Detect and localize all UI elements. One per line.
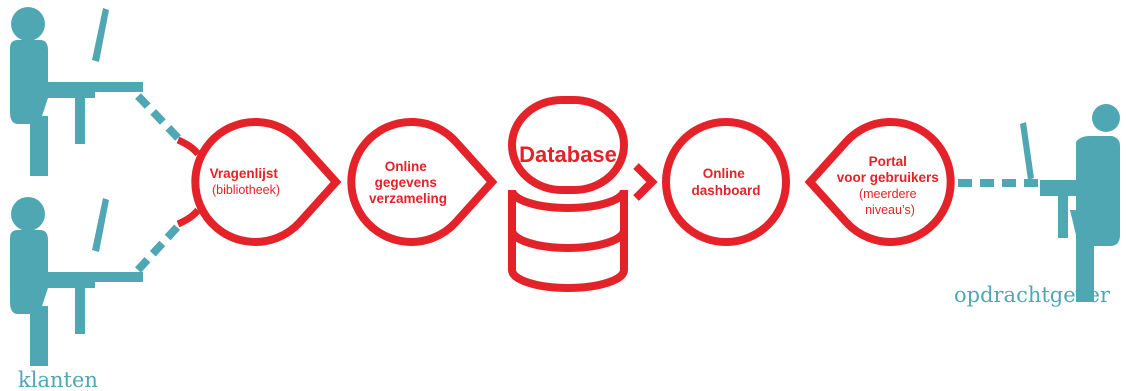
database-icon (508, 96, 628, 292)
questionnaire-node (191, 117, 342, 246)
svg-text:Online gegevens verzam: Online gegevens verzameling (369, 158, 447, 206)
online-dashboard-node (662, 118, 790, 246)
clients-label: klanten (18, 368, 98, 391)
online-dashboard-label-2: dashboard (691, 183, 760, 198)
branch-lines (176, 136, 201, 228)
dashed-connectors (135, 93, 1040, 273)
portal-label-1: Portal (869, 154, 907, 169)
person-at-computer-icon (10, 197, 143, 366)
svg-text:Portal voor gebruikers: Portal voor gebruikers (meerdere niveau’… (837, 153, 944, 217)
portal-label-2: voor gebruikers (837, 170, 939, 185)
database-label: Database (519, 142, 617, 167)
person-at-computer-icon (1020, 104, 1120, 302)
portal-sublabel-2: niveau’s) (865, 203, 915, 217)
online-dashboard-label-1: Online (703, 166, 745, 181)
online-collection-node (347, 117, 498, 246)
portal-sublabel-1: (meerdere (859, 187, 917, 201)
svg-text:Vragenlijst (bibliotheek): Vragenlijst (bibliotheek) (210, 165, 283, 197)
arrow-chevron (633, 163, 658, 201)
flow-node-shapes (191, 96, 955, 292)
person-at-computer-icon (10, 7, 143, 176)
questionnaire-sublabel: (bibliotheek) (212, 183, 280, 197)
svg-text:Online dashboard: Online dashboard (691, 165, 760, 198)
client-label: opdrachtgever (954, 283, 1111, 307)
questionnaire-label: Vragenlijst (210, 166, 279, 181)
online-collection-label-3: verzameling (369, 191, 447, 206)
portal-node (804, 117, 955, 246)
online-collection-label-2: gegevens (375, 175, 437, 190)
online-collection-label-1: Online (385, 159, 427, 174)
